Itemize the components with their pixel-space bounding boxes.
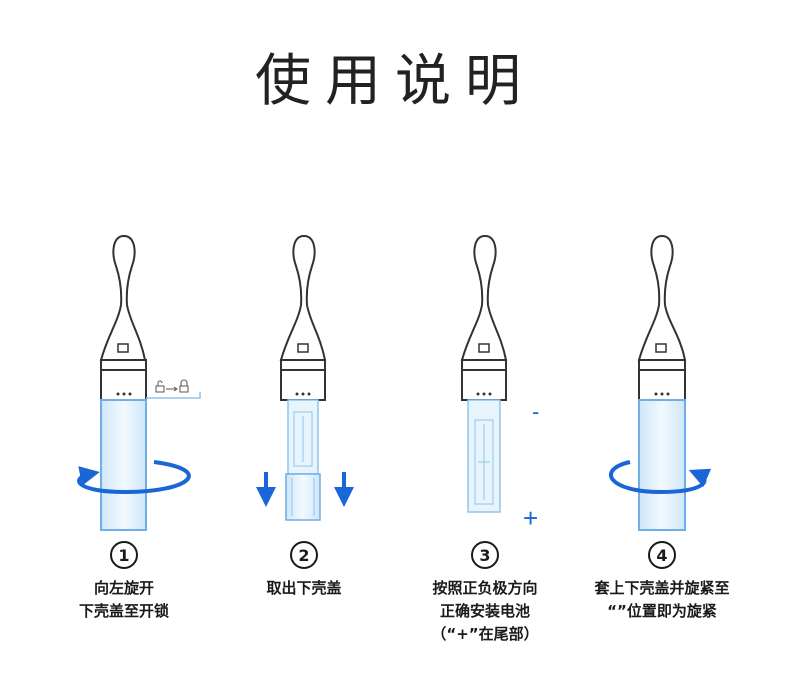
device-step-4 [608,234,712,531]
step-1-line-1: 向左旋开 [93,579,154,597]
step-1-number: 1 [110,541,138,569]
step-1-caption: 向左旋开 下壳盖至开锁 [24,577,224,623]
device-step-3 [460,234,508,513]
step-2-number: 2 [290,541,318,569]
step-4-line-2: “”位置即为旋紧 [607,602,717,620]
polarity-minus: - [532,399,539,424]
step-3-line-1: 按照正负极方向 [432,579,538,597]
step-4-number: 4 [648,541,676,569]
step-4-caption: 套上下壳盖并旋紧至 “”位置即为旋紧 [562,577,762,623]
device-step-2 [256,234,354,521]
polarity-plus: + [523,503,538,533]
device-step-1 [77,234,201,531]
step-3-line-2: 正确安装电池 [439,602,530,620]
page-title: 使用说明 [255,49,535,114]
step-3-caption: 按照正负极方向 正确安装电池 （“+”在尾部） [385,577,585,646]
step-1-line-2: 下壳盖至开锁 [78,602,169,620]
step-3-number: 3 [471,541,499,569]
step-4-line-1: 套上下壳盖并旋紧至 [594,579,730,597]
unlock-icon [155,380,165,393]
step-3-line-3: （“+”在尾部） [431,625,539,643]
arrow-right-icon [166,386,178,392]
lock-icon [179,379,189,393]
step-2-caption: 取出下壳盖 [204,577,404,600]
step-2-line-1: 取出下壳盖 [266,579,342,597]
